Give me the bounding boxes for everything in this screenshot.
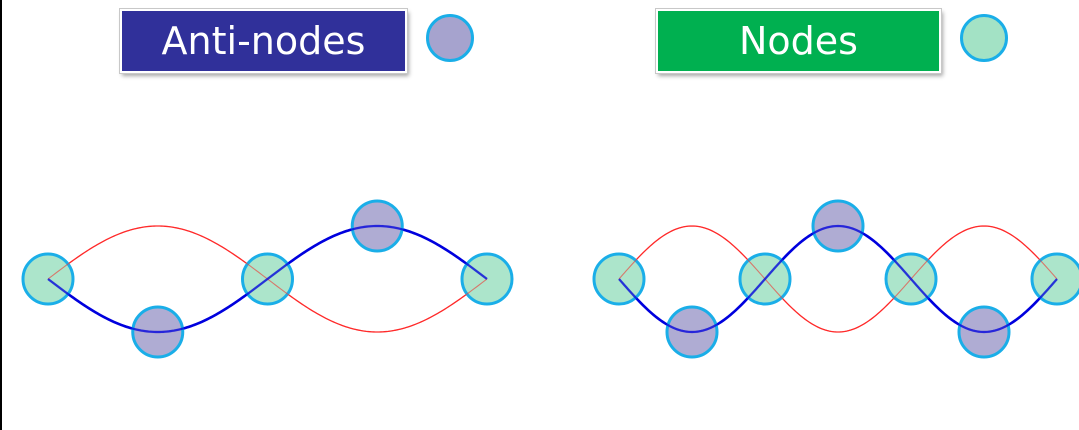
third-harmonic-diagram: [592, 199, 1079, 359]
nodes-legend-label: Nodes: [655, 8, 942, 74]
second-harmonic-diagram: [21, 199, 514, 359]
antinodes-legend-label: Anti-nodes: [119, 8, 408, 74]
node-marker: [1030, 252, 1079, 306]
left-border-line: [0, 0, 2, 430]
antinode-legend-swatch: [426, 14, 474, 62]
second-harmonic-wave-overlay: [47, 224, 488, 334]
node-legend-swatch: [960, 14, 1008, 62]
third-harmonic-wave-overlay: [618, 224, 1058, 334]
third-harmonic-opposite-phase-wave-overlay: [618, 225, 1058, 333]
